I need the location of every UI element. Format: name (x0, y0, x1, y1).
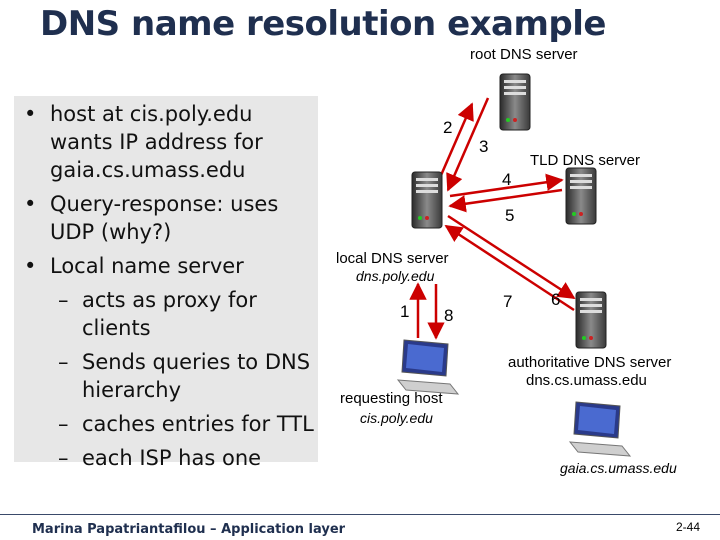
sub-bullet-item: each ISP has one (20, 444, 320, 472)
step-label-6: 6 (551, 290, 561, 309)
step-label-1: 1 (400, 302, 410, 321)
step-label-5: 5 (505, 206, 515, 225)
arrow-6 (447, 214, 576, 300)
arrow-4 (449, 173, 564, 198)
arrow-5 (448, 188, 563, 213)
slide-number: 2-44 (676, 520, 701, 534)
auth-server-label: authoritative DNS server (508, 354, 672, 371)
bullet-item: Query-response: uses UDP (why?) (20, 190, 320, 246)
sub-bullet-item: Sends queries to DNS hierarchy (20, 348, 320, 404)
bullet-item: Local name server (20, 252, 320, 280)
step-label-4: 4 (502, 170, 512, 189)
step-label-2: 2 (443, 118, 453, 137)
tld-server-label: TLD DNS server (530, 152, 641, 169)
server-icon (499, 73, 531, 131)
root-server-label: root DNS server (470, 46, 578, 63)
server-icon (411, 171, 443, 229)
requesting-host-label: requesting host (340, 390, 443, 407)
local-server-label: local DNS server (336, 250, 449, 267)
server-icon (565, 167, 597, 225)
auth-server-host: dns.cs.umass.edu (526, 372, 647, 389)
sub-bullet-item: caches entries for TTL (20, 410, 320, 438)
local-server-host: dns.poly.edu (356, 268, 435, 284)
arrow-7 (444, 224, 575, 312)
arrow-3 (446, 97, 490, 192)
bullet-item: host at cis.poly.edu wants IP address fo… (20, 100, 320, 184)
bullet-list: host at cis.poly.edu wants IP address fo… (20, 100, 320, 478)
computer-icon (396, 339, 460, 395)
step-label-7: 7 (503, 292, 513, 311)
footer-author: Marina Papatriantafilou – Application la… (32, 522, 346, 537)
step-label-8: 8 (444, 306, 454, 325)
computer-icon (568, 401, 632, 457)
slide-title: DNS name resolution example (40, 4, 606, 44)
requesting-host-name: cis.poly.edu (360, 410, 433, 426)
target-host-name: gaia.cs.umass.edu (560, 460, 677, 476)
footer-divider (0, 514, 720, 515)
server-icon (575, 291, 607, 349)
sub-bullet-item: acts as proxy for clients (20, 286, 320, 342)
step-label-3: 3 (479, 137, 489, 156)
